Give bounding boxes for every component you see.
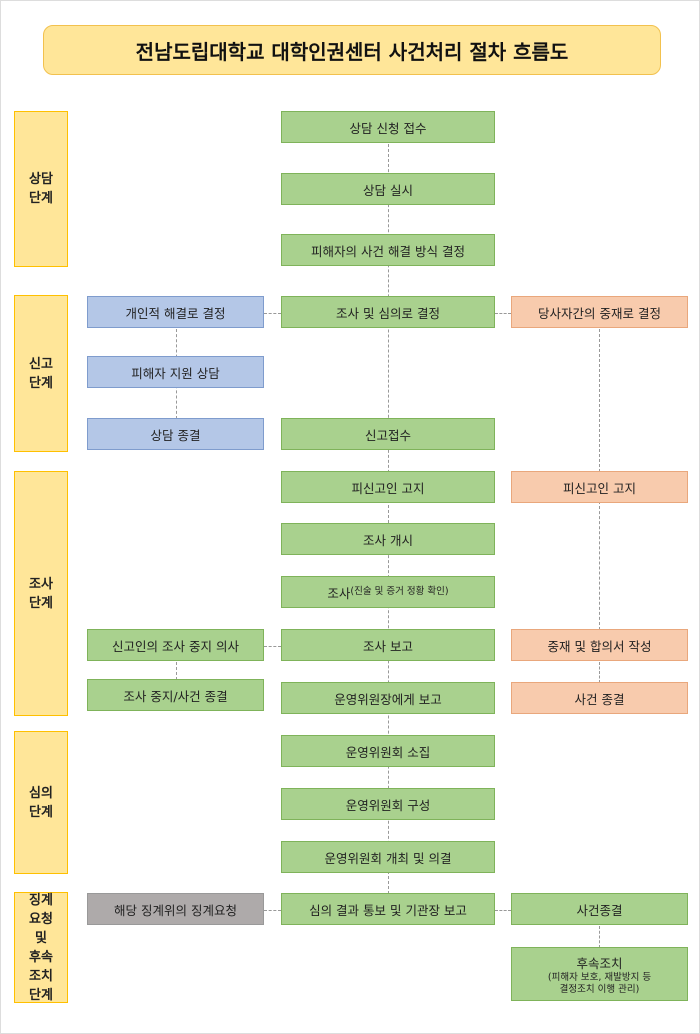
- step-personal-resolution: 개인적 해결로 결정: [87, 296, 264, 328]
- connector-h5: [495, 910, 511, 911]
- stage-report: 신고 단계: [14, 295, 68, 452]
- step-stop-request: 신고인의 조사 중지 의사: [87, 629, 264, 661]
- stage-discipline: 징계 요청 및 후속 조치 단계: [14, 892, 68, 1003]
- connector-h3: [264, 646, 281, 647]
- followup-title: 후속조치: [576, 955, 623, 971]
- connector-right-2: [599, 501, 600, 630]
- step-investigation-detail: (진술 및 증거 정황 확인): [350, 586, 449, 597]
- stage-counseling: 상담 단계: [14, 111, 68, 267]
- step-mediation-decision: 당사자간의 중재로 결정: [511, 296, 688, 328]
- followup-detail-2: 결정조치 이행 관리): [559, 983, 640, 995]
- step-committee-convene: 운영위원회 소집: [281, 735, 495, 767]
- stage-deliberation: 심의 단계: [14, 731, 68, 874]
- page-title: 전남도립대학교 대학인권센터 사건처리 절차 흐름도: [43, 25, 661, 75]
- step-investigation-report: 조사 보고: [281, 629, 495, 661]
- connector-h1: [264, 313, 281, 314]
- followup-detail-1: (피해자 보호, 재발방지 등: [547, 971, 652, 983]
- step-report-to-chair: 운영위원장에게 보고: [281, 682, 495, 714]
- step-victim-support: 피해자 지원 상담: [87, 356, 264, 388]
- connector-right-1: [599, 329, 600, 472]
- step-investigation-start: 조사 개시: [281, 523, 495, 555]
- step-mediation-notice: 피신고인 고지: [511, 471, 688, 503]
- step-stop-close: 조사 중지/사건 종결: [87, 679, 264, 711]
- step-discipline-request: 해당 징계위의 징계요청: [87, 893, 264, 925]
- step-investigation: 조사(진술 및 증거 정황 확인): [281, 576, 495, 608]
- step-mediation-close: 사건 종결: [511, 682, 688, 714]
- step-mediation-agreement: 중재 및 합의서 작성: [511, 629, 688, 661]
- connector-right-3: [599, 662, 600, 683]
- step-result-notice: 심의 결과 통보 및 기관장 보고: [281, 893, 495, 925]
- step-resolution-method: 피해자의 사건 해결 방식 결정: [281, 234, 495, 266]
- step-committee-compose: 운영위원회 구성: [281, 788, 495, 820]
- connector-right-4: [599, 926, 600, 948]
- step-case-close: 사건종결: [511, 893, 688, 925]
- step-followup: 후속조치 (피해자 보호, 재발방지 등 결정조치 이행 관리): [511, 947, 688, 1001]
- connector-h2: [495, 313, 511, 314]
- step-respondent-notice: 피신고인 고지: [281, 471, 495, 503]
- step-counseling: 상담 실시: [281, 173, 495, 205]
- stage-investigation: 조사 단계: [14, 471, 68, 716]
- step-investigation-decision: 조사 및 심의로 결정: [281, 296, 495, 328]
- step-counseling-end: 상담 종결: [87, 418, 264, 450]
- step-report-receipt: 신고접수: [281, 418, 495, 450]
- connector-h4: [264, 910, 281, 911]
- step-committee-resolution: 운영위원회 개최 및 의결: [281, 841, 495, 873]
- step-counseling-application: 상담 신청 접수: [281, 111, 495, 143]
- connector-left-2: [176, 662, 177, 680]
- step-investigation-label: 조사: [327, 585, 351, 601]
- connector-center: [388, 144, 389, 894]
